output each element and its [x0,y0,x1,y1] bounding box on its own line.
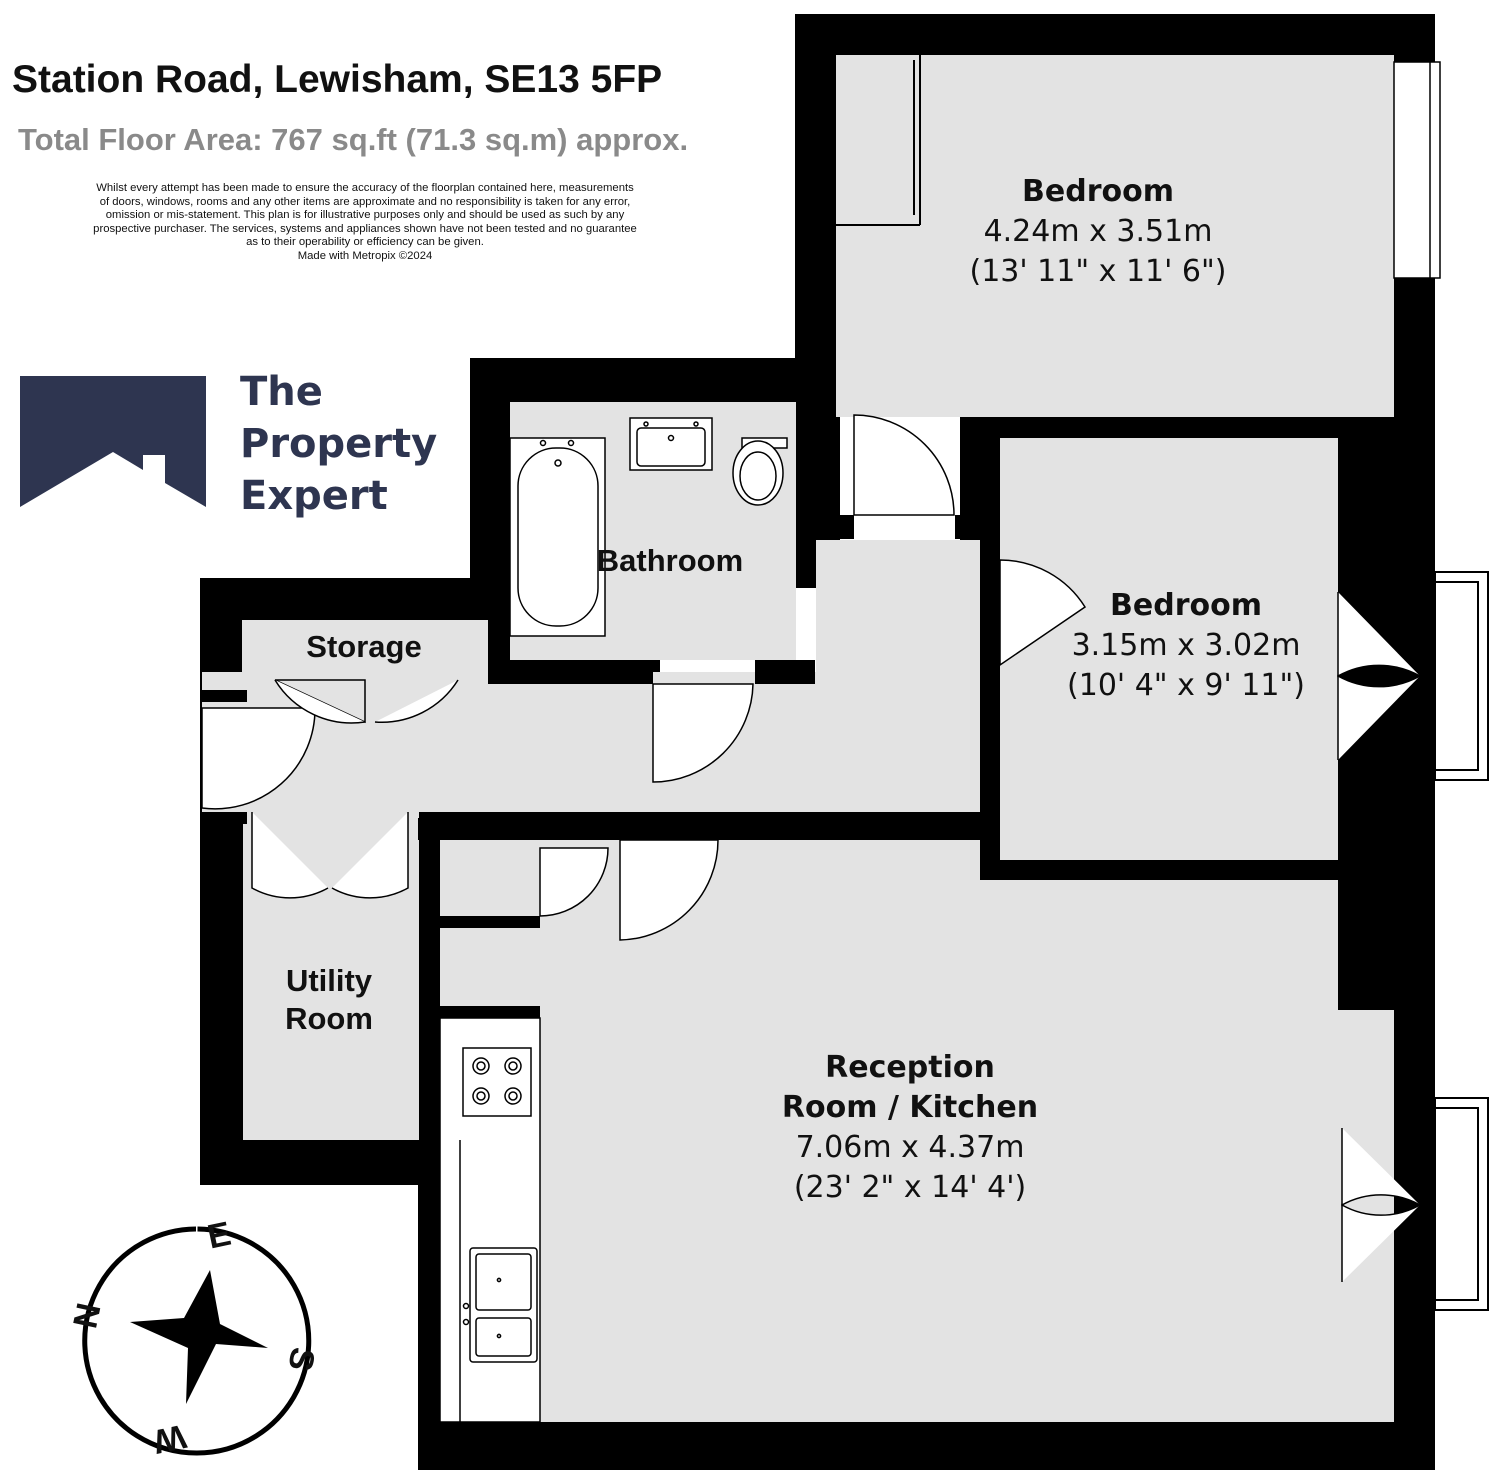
bedroom2-floor [1000,438,1338,860]
room-name-line: Utility [285,963,373,998]
room-metric: 3.15m x 3.02m [1071,628,1301,663]
brand-line: The [240,369,323,415]
bedroom1-label: Bedroom 4.24m x 3.51m (13' 11" x 11' 6") [948,172,1248,292]
property-address: Station Road, Lewisham, SE13 5FP [12,58,663,101]
utility-floor [243,892,419,1140]
reception-floor [440,880,1394,1422]
disclaimer-line: as to their operability or efficiency ca… [246,236,484,249]
utility-label: Utility Room [254,962,404,1038]
room-name: Storage [306,629,422,664]
storage-floor [242,620,488,678]
kitchen-fixtures [439,1017,541,1423]
room-name-line: Room / Kitchen [781,1090,1039,1125]
room-name: Bedroom [1110,588,1262,623]
compass-s-label: S [280,1344,322,1374]
disclaimer-line: Whilst every attempt has been made to en… [96,182,634,194]
bedroom2-label: Bedroom 3.15m x 3.02m (10' 4" x 9' 11") [1036,586,1336,706]
hallway-upper [816,540,980,812]
brand-line: Property [240,421,438,467]
total-floor-area: Total Floor Area: 767 sq.ft (71.3 sq.m) … [18,122,689,157]
room-imperial: (13' 11" x 11' 6") [969,254,1227,289]
bedroom1-floor [836,55,1394,417]
bathroom-fixtures [509,417,788,637]
partitions [202,418,1435,1018]
room-name-line: Room [285,1001,373,1036]
disclaimer-line: prospective purchaser. The services, sys… [93,222,637,235]
room-name-line: Reception [825,1050,995,1085]
reception-entry [540,840,980,880]
compass-n-label: N [66,1300,108,1332]
bay-window-bedroom2 [1434,571,1489,781]
bay-window-reception [1434,1097,1489,1311]
doors [201,414,1421,1282]
brand-logo-mark [20,376,206,507]
room-metric: 7.06m x 4.37m [795,1130,1025,1165]
reception-label: Reception Room / Kitchen 7.06m x 4.37m (… [740,1048,1080,1208]
room-imperial: (23' 2" x 14' 4') [793,1170,1027,1205]
disclaimer-line: of doors, windows, rooms and any other i… [99,195,631,208]
compass: E N S W [66,1215,322,1461]
compass-star-icon [130,1270,268,1404]
room-metric: 4.24m x 3.51m [983,214,1213,249]
room-name: Bedroom [1022,174,1174,209]
compass-e-label: E [204,1215,234,1257]
brand-line: Expert [240,473,388,519]
disclaimer: Whilst every attempt has been made to en… [62,182,668,264]
disclaimer-line: Made with Metropix ©2024 [297,249,433,262]
bathroom-label: Bathroom [580,542,760,580]
storage-label: Storage [284,628,444,666]
bedroom1-window [1393,61,1441,279]
compass-w-label: W [149,1417,189,1461]
room-imperial: (10' 4" x 9' 11") [1067,668,1305,703]
brand-name: The Property Expert [240,366,437,522]
room-name: Bathroom [596,543,744,578]
disclaimer-line: omission or mis-statement. This plan is … [105,209,625,222]
wardrobe [836,55,921,226]
